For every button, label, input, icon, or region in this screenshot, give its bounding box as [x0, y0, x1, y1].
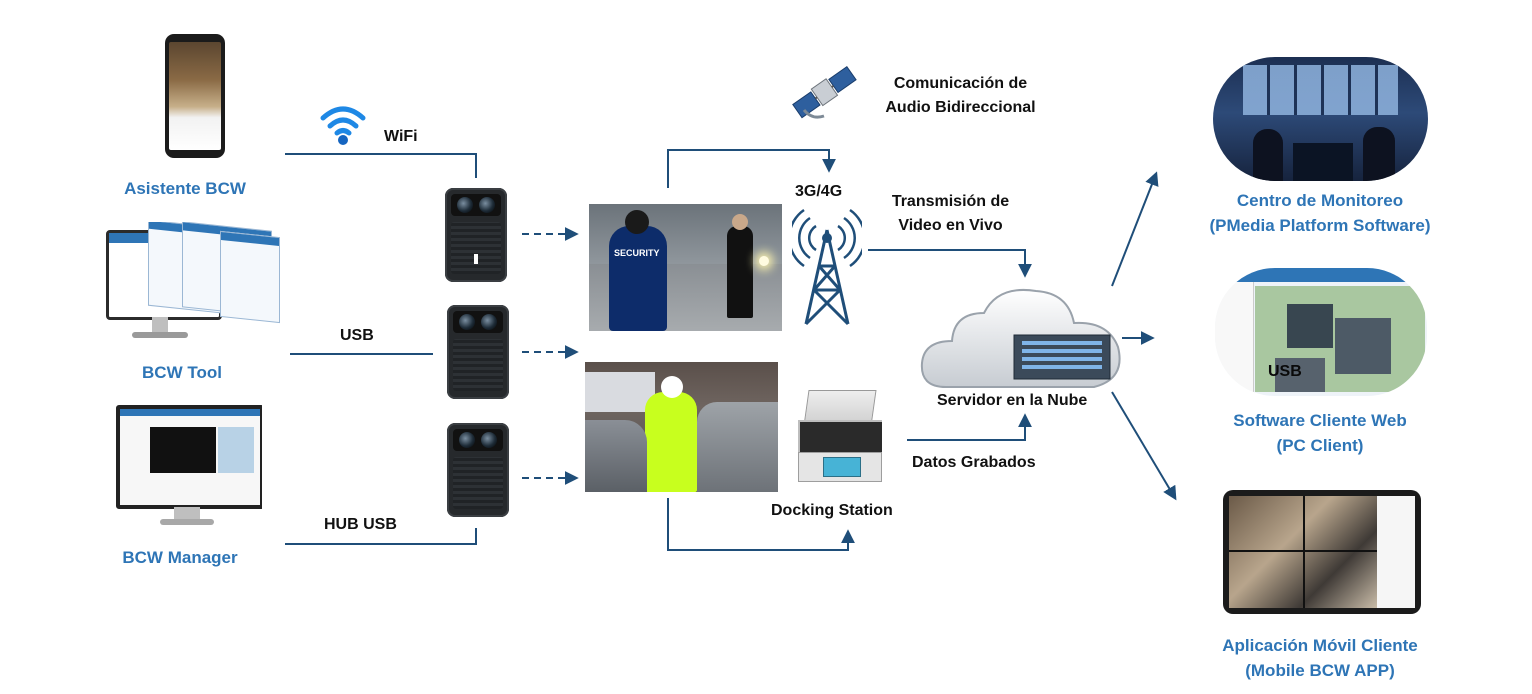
to-monitor-arrow	[1112, 174, 1156, 286]
wifi-icon	[318, 102, 368, 146]
recorded-label: Datos Grabados	[912, 451, 1036, 475]
web-label-line1: Software Cliente Web	[1180, 408, 1460, 433]
web-label-line2: (PC Client)	[1180, 433, 1460, 458]
bcw-manager-monitor	[112, 403, 262, 527]
monitor-label-line2: (PMedia Platform Software)	[1180, 213, 1460, 238]
video-label: Transmisión de Video en Vivo	[868, 190, 1033, 238]
manager-label: BCW Manager	[90, 545, 270, 570]
wifi-line	[285, 154, 476, 178]
body-camera-icon	[447, 305, 509, 399]
audio-label-line2: Audio Bidireccional	[868, 96, 1053, 120]
web-overlay-label: USB	[1268, 360, 1302, 384]
body-camera-icon	[445, 188, 507, 282]
police-photo	[585, 362, 778, 492]
usb-label: USB	[340, 324, 374, 348]
audio-label: Comunicación de Audio Bidireccional	[868, 72, 1053, 120]
smartphone-icon	[165, 34, 225, 158]
app-label: Asistente BCW	[95, 176, 275, 201]
audio-label-line1: Comunicación de	[868, 72, 1053, 96]
cloud-label: Servidor en la Nube	[937, 389, 1087, 413]
antenna-tower-icon	[792, 200, 862, 328]
monitoring-center-photo	[1213, 57, 1428, 181]
satellite-icon	[790, 58, 860, 128]
docking-station-icon	[796, 390, 882, 482]
to-mobile-arrow	[1112, 392, 1175, 498]
security-text: SECURITY	[614, 248, 660, 258]
video-label-line2: Video en Vivo	[868, 214, 1033, 238]
security-photo: SECURITY	[589, 204, 782, 331]
recorded-arrow	[907, 416, 1025, 440]
mobile-app-tablet	[1223, 490, 1421, 614]
wifi-label: WiFi	[384, 125, 418, 149]
tool-label: BCW Tool	[92, 360, 272, 385]
hub-usb-label: HUB USB	[324, 513, 397, 537]
mobile-label-line2: (Mobile BCW APP)	[1180, 658, 1460, 683]
body-camera-icon	[447, 423, 509, 517]
video-label-line1: Transmisión de	[868, 190, 1033, 214]
cloud-server-icon	[918, 283, 1126, 395]
mobile-label-line1: Aplicación Móvil Cliente	[1180, 633, 1460, 658]
video-arrow	[868, 250, 1025, 275]
web-client-screen	[1215, 268, 1427, 396]
monitor-label-line1: Centro de Monitoreo	[1180, 188, 1460, 213]
mobile-label: Aplicación Móvil Cliente (Mobile BCW APP…	[1180, 633, 1460, 683]
docking-label: Docking Station	[771, 499, 893, 523]
web-label: Software Cliente Web (PC Client)	[1180, 408, 1460, 458]
monitor-label: Centro de Monitoreo (PMedia Platform Sof…	[1180, 188, 1460, 238]
bcw-tool-screens	[100, 222, 285, 344]
